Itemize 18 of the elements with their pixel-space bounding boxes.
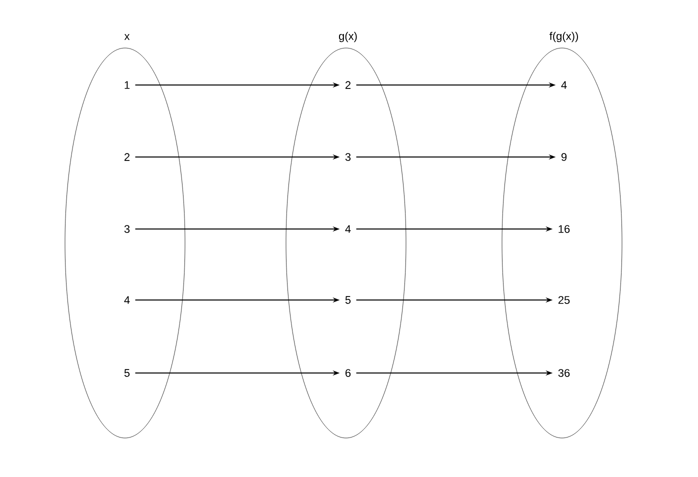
number-label: 2: [124, 153, 130, 161]
number-label: 6: [346, 369, 351, 377]
number-label: 16: [558, 225, 570, 233]
number-label: 3: [345, 153, 351, 161]
number-label: 25: [558, 296, 570, 304]
number-label: 4: [561, 81, 567, 89]
number-label: 1: [124, 81, 130, 89]
number-label: 5: [345, 296, 351, 304]
number-label: 5: [124, 369, 130, 377]
number-label: 4: [345, 225, 351, 233]
number-label: 9: [561, 153, 567, 161]
number-label: 3: [124, 225, 130, 233]
number-label: 36: [558, 369, 570, 377]
set-heading: f(g(x)): [550, 32, 578, 42]
set-heading: x: [124, 34, 130, 40]
number-label: 4: [124, 296, 130, 304]
set-heading: g(x): [339, 32, 357, 42]
number-label: 2: [346, 81, 351, 89]
